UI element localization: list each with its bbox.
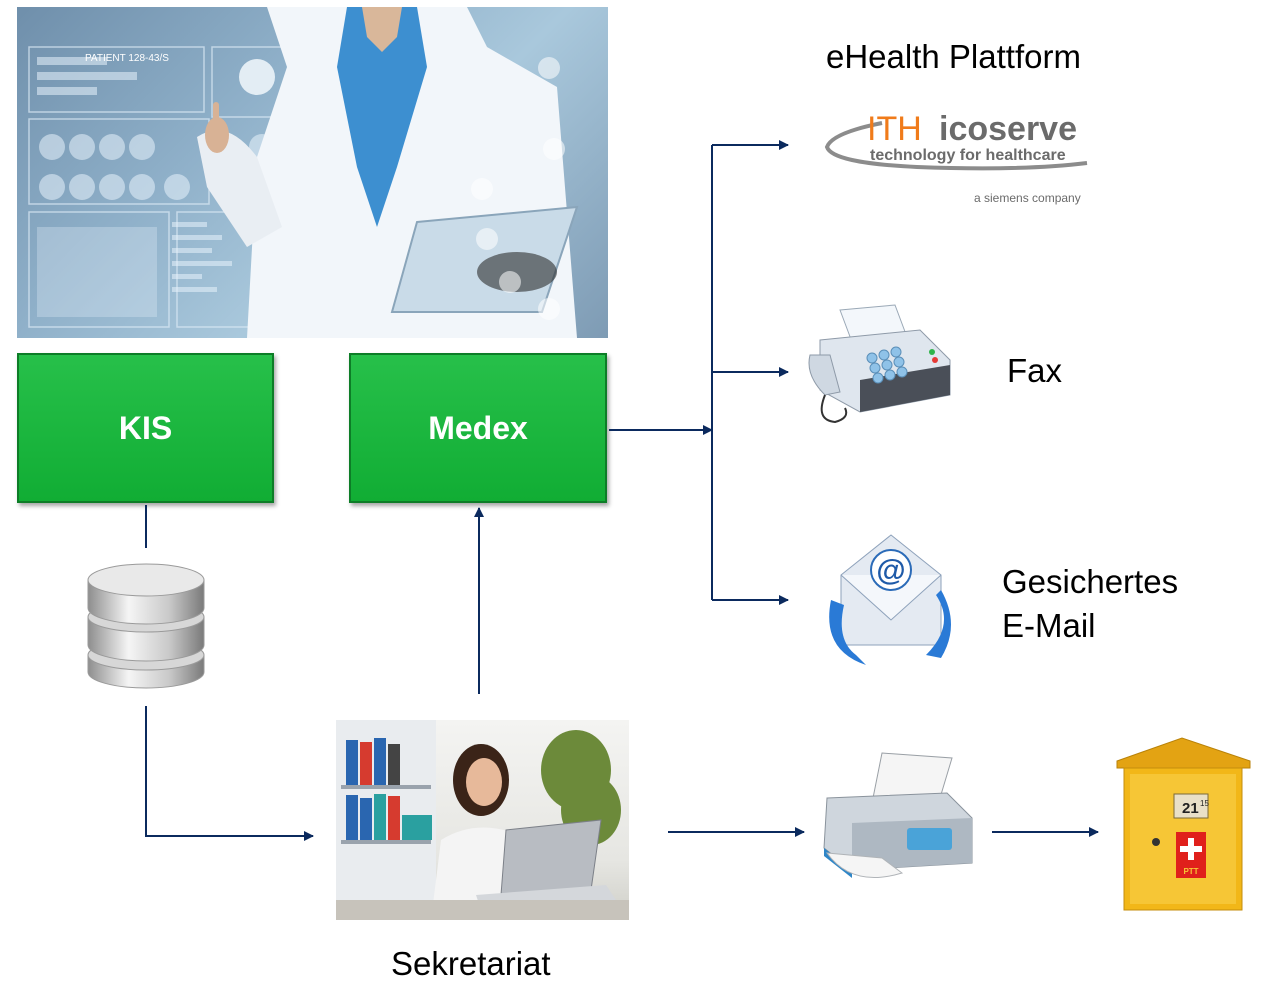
sekretariat-label: Sekretariat	[391, 945, 551, 982]
fax-machine-icon	[808, 304, 951, 424]
photo-patient-label: PATIENT 128-43/S	[85, 53, 169, 64]
medex-box: Medex	[349, 353, 607, 503]
printer-icon	[823, 752, 973, 878]
medex-label: Medex	[428, 409, 528, 446]
db-to-sekretariat-arrow	[145, 706, 314, 841]
email-envelope-icon: @	[829, 534, 951, 665]
svg-text:@: @	[876, 554, 905, 587]
fax-label: Fax	[1007, 352, 1063, 389]
sekretariat-photo	[336, 720, 629, 920]
doctor-photo-illustration: PATIENT 128-43/S	[28, 7, 579, 338]
ehealth-title: eHealth Plattform	[826, 38, 1081, 75]
kis-label: KIS	[118, 409, 173, 446]
mailbox-icon: 21 15 PTT	[1116, 737, 1251, 911]
database-icon	[87, 563, 205, 689]
sekretariat-photo-illustration	[336, 720, 629, 920]
ith-icoserve-logo: ITH icoserve technology for healthcare a…	[824, 110, 1088, 205]
logo-tagline: technology for healthcare	[870, 147, 1066, 164]
kis-box: KIS	[17, 353, 274, 503]
logo-icoserve-text: icoserve	[939, 110, 1077, 148]
logo-ith-text: ITH	[867, 110, 922, 148]
mailbox-time-sup: 15	[1200, 799, 1209, 808]
doctor-photo: PATIENT 128-43/S	[17, 7, 608, 338]
mailbox-ptt-text: PTT	[1183, 867, 1198, 876]
logo-subline: a siemens company	[974, 191, 1081, 205]
email-label: Gesichertes E-Mail	[1002, 560, 1178, 648]
mailbox-time: 21	[1182, 800, 1199, 817]
email-label-line2: E-Mail	[1002, 607, 1096, 644]
email-label-line1: Gesichertes	[1002, 563, 1179, 600]
